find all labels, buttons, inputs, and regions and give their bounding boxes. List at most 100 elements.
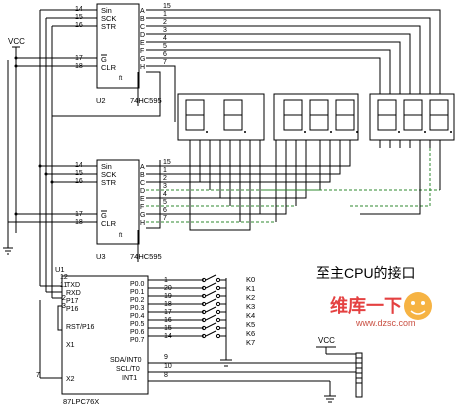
switch-terminal — [215, 285, 221, 291]
svg-text:3: 3 — [163, 27, 167, 34]
svg-text:3: 3 — [62, 303, 66, 310]
svg-text:INT1: INT1 — [122, 375, 137, 382]
svg-text:2: 2 — [62, 295, 66, 302]
svg-text:C: C — [140, 180, 145, 187]
seven-segment-digit — [429, 99, 449, 131]
svg-text:B: B — [140, 172, 145, 179]
svg-text:P0.3: P0.3 — [130, 305, 145, 312]
svg-text:9: 9 — [164, 354, 168, 361]
seven-segment-digit — [309, 99, 329, 131]
svg-text:12: 12 — [60, 274, 68, 281]
key-switch-contact — [205, 298, 217, 305]
svg-text:8: 8 — [164, 372, 168, 379]
key-switch-contact — [205, 290, 217, 297]
svg-text:3: 3 — [163, 183, 167, 190]
vcc-left-label: VCC — [8, 37, 25, 46]
u1-pin-rxd: RXD — [66, 290, 81, 297]
switch-terminal — [201, 277, 207, 283]
switch-terminal — [215, 293, 221, 299]
svg-text:7: 7 — [163, 215, 167, 222]
u3-pin-sin: Sin — [101, 162, 112, 171]
switch-terminal — [201, 285, 207, 291]
svg-text:7: 7 — [36, 372, 40, 379]
decimal-point — [424, 131, 426, 133]
u3-pin-clr: CLR — [101, 219, 117, 228]
key-switch-contact — [205, 314, 217, 321]
svg-text:P0.6: P0.6 — [130, 329, 145, 336]
decimal-point — [330, 131, 332, 133]
switch-terminal — [215, 325, 221, 331]
key-k6: K6 — [246, 329, 255, 338]
u2-pin-sck: SCK — [101, 14, 116, 23]
decimal-point — [206, 131, 208, 133]
key-switch-contact — [205, 274, 217, 281]
svg-text:G: G — [140, 212, 145, 219]
display-module-1 — [177, 93, 265, 141]
svg-text:4: 4 — [163, 191, 167, 198]
svg-text:SCL/T0: SCL/T0 — [116, 366, 140, 373]
svg-text:15: 15 — [163, 159, 171, 166]
svg-text:5: 5 — [163, 43, 167, 50]
key-k2: K2 — [246, 293, 255, 302]
seven-segment-digit — [335, 99, 355, 131]
u3-pin-g: G — [101, 211, 107, 220]
svg-text:P0.7: P0.7 — [130, 337, 145, 344]
svg-text:P0.2: P0.2 — [130, 297, 145, 304]
svg-text:F: F — [140, 48, 144, 55]
svg-text:15: 15 — [163, 3, 171, 10]
svg-text:7: 7 — [163, 59, 167, 66]
svg-text:1: 1 — [163, 11, 167, 18]
u2-pin-sin: Sin — [101, 6, 112, 15]
u2-pin-clr: CLR — [101, 63, 117, 72]
svg-text:C: C — [140, 24, 145, 31]
switch-terminal — [215, 317, 221, 323]
u3-pin-str: STR — [101, 178, 117, 187]
svg-text:10: 10 — [164, 363, 172, 370]
svg-text:2: 2 — [163, 19, 167, 26]
seven-segment-display-group — [177, 93, 455, 141]
u1-pin-p16: P16 — [66, 306, 79, 313]
svg-text:E: E — [140, 40, 145, 47]
decimal-point — [304, 131, 306, 133]
svg-text:D: D — [140, 188, 145, 195]
key-switch-contact — [205, 330, 217, 337]
seven-segment-digit — [283, 99, 303, 131]
u1-part: 87LPC76X — [63, 397, 99, 406]
switch-terminal — [215, 333, 221, 339]
u2-out-a: A — [140, 8, 145, 15]
svg-text:E: E — [140, 196, 145, 203]
u1-pin-x1: X1 — [66, 342, 75, 349]
u1-ref: U1 — [55, 265, 65, 274]
u3-output-bus — [146, 140, 441, 231]
seven-segment-digit — [403, 99, 423, 131]
decimal-point — [450, 131, 452, 133]
switch-terminal — [201, 293, 207, 299]
svg-text:ft: ft — [119, 233, 123, 239]
u3-ref: U3 — [96, 252, 106, 261]
key-k5: K5 — [246, 320, 255, 329]
vcc-right-label: VCC — [318, 336, 335, 345]
svg-text:D: D — [140, 32, 145, 39]
watermark-text: 维库一下 — [330, 295, 402, 316]
u1-pin-txd: TXD — [66, 282, 80, 289]
svg-text:11: 11 — [60, 282, 67, 289]
svg-text:5: 5 — [163, 199, 167, 206]
key-k1: K1 — [246, 284, 255, 293]
switch-terminal — [215, 277, 221, 283]
u2-pin-str: STR — [101, 22, 117, 31]
seven-segment-digit — [223, 99, 243, 131]
u3-pin-sck: SCK — [101, 170, 116, 179]
u1-pin-p17: P17 — [66, 298, 79, 305]
key-switch-array: K0 K1 K2 K3 K4 K5 K6 K7 — [246, 275, 255, 347]
svg-text:H: H — [140, 220, 145, 227]
key-k3: K3 — [246, 302, 255, 311]
cpu-interface-label: 至主CPU的接口 — [316, 265, 416, 281]
svg-text:ft: ft — [119, 76, 123, 82]
u2-pin-g: G — [101, 55, 107, 64]
seven-segment-digit — [377, 99, 397, 131]
svg-text:A: A — [140, 164, 145, 171]
display-module-2 — [273, 93, 359, 141]
decimal-point — [398, 131, 400, 133]
svg-text:4: 4 — [163, 35, 167, 42]
